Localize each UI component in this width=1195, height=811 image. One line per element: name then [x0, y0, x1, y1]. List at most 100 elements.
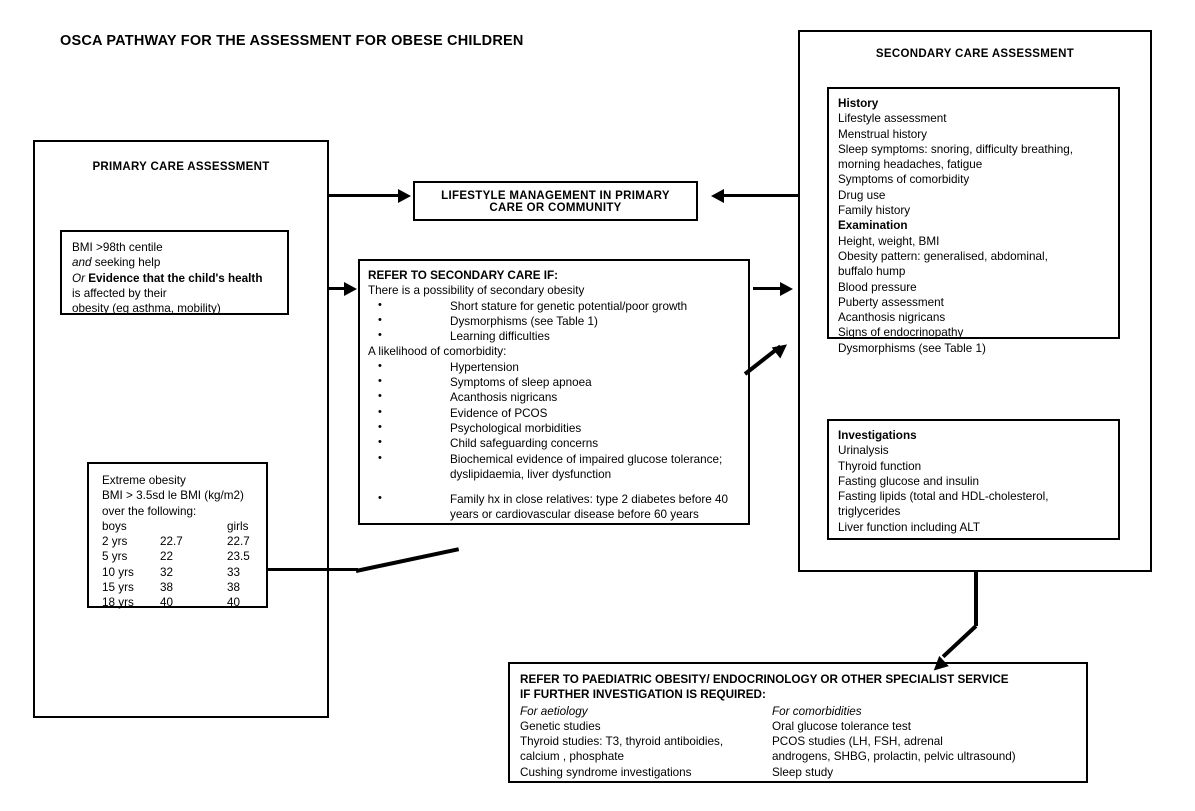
primary-care-heading: PRIMARY CARE ASSESSMENT	[92, 161, 270, 173]
row-girls-value: 40	[227, 596, 241, 610]
criteria-line-2-rest: seeking help	[91, 256, 161, 270]
left-col-item: calcium , phosphate	[520, 750, 624, 764]
extreme-obesity-box: Extreme obesity BMI > 3.5sd le BMI (kg/m…	[87, 462, 268, 610]
arrow-head-refer-to-secondary-icon	[780, 282, 793, 296]
secondary-care-heading: SECONDARY CARE ASSESSMENT	[875, 48, 1075, 60]
connector-secondary-to-specialist-diagonal	[941, 624, 978, 659]
examination-item: Blood pressure	[838, 280, 917, 294]
left-col-item: Genetic studies	[520, 719, 601, 733]
refer-bullet: Hypertension	[368, 359, 748, 375]
examination-item: Acanthosis nigricans	[838, 311, 946, 325]
connector-primary-to-lifestyle	[329, 194, 399, 197]
arrow-head-primary-to-lifestyle-icon	[398, 189, 411, 203]
primary-care-assessment-box: PRIMARY CARE ASSESSMENT	[33, 140, 329, 718]
examination-item: buffalo hump	[838, 265, 906, 279]
criteria-and-italic: and	[72, 256, 92, 270]
refer-bullet-continuation: years or cardiovascular disease before 6…	[450, 508, 699, 522]
right-col-item: Oral glucose tolerance test	[772, 719, 912, 733]
lifestyle-line-1: LIFESTYLE MANAGEMENT IN PRIMARY	[441, 190, 670, 202]
criteria-line-3: Or Evidence that the child's health	[72, 271, 287, 286]
right-col-header: For comorbidities	[772, 704, 862, 718]
history-item: Lifestyle assessment	[838, 112, 947, 126]
history-item: Symptoms of comorbidity	[838, 173, 970, 187]
extreme-obesity-col-headers: boys girls	[102, 519, 266, 534]
investigations-item: Thyroid function	[838, 459, 922, 473]
right-col-item: Sleep study	[772, 765, 834, 779]
examination-label: Examination	[838, 219, 908, 233]
row-age: 10 yrs	[102, 565, 134, 579]
connector-primary-to-refer	[329, 287, 345, 290]
criteria-line-1: BMI >98th centile	[72, 241, 163, 254]
row-boys-value: 22.7	[160, 535, 183, 549]
refer-bullet-continuation: dyslipidaemia, liver dysfunction	[450, 467, 612, 481]
refer-heading: REFER TO SECONDARY CARE IF:	[368, 269, 559, 282]
left-col-header: For aetiology	[520, 704, 588, 718]
extreme-obesity-line-2: BMI > 3.5sd le BMI (kg/m2)	[102, 489, 244, 503]
arrow-head-primary-to-refer-icon	[344, 282, 357, 296]
row-girls-value: 33	[227, 565, 241, 579]
refer-bullet: Psychological morbidities	[368, 420, 748, 436]
specialist-heading-line-2: IF FURTHER INVESTIGATION IS REQUIRED:	[520, 688, 766, 702]
right-col-item: PCOS studies (LH, FSH, adrenal	[772, 735, 943, 749]
investigations-box: Investigations Urinalysis Thyroid functi…	[827, 419, 1120, 540]
history-item: Menstrual history	[838, 127, 927, 141]
refer-bullet: Biochemical evidence of impaired glucose…	[368, 451, 748, 467]
specialist-left-column: For aetiology Genetic studies Thyroid st…	[520, 704, 772, 780]
investigations-item: Liver function including ALT	[838, 520, 981, 534]
row-girls-value: 22.7	[227, 535, 250, 549]
extreme-obesity-line-3: over the following:	[102, 504, 197, 518]
refer-bullet: Evidence of PCOS	[368, 405, 748, 421]
lifestyle-line-2: CARE OR COMMUNITY	[489, 202, 622, 214]
history-item: Drug use	[838, 188, 886, 202]
criteria-line-2: and seeking help	[72, 255, 287, 270]
specialist-two-column-layout: For aetiology Genetic studies Thyroid st…	[520, 704, 1086, 796]
row-boys-value: 32	[160, 565, 174, 579]
row-boys-value: 40	[160, 596, 174, 610]
criteria-line-4: is affected by their	[72, 286, 167, 300]
refer-bullet: Short stature for genetic potential/poor…	[368, 298, 748, 314]
refer-group2-label: A likelihood of comorbidity:	[368, 345, 507, 359]
col-header-boys: boys	[102, 519, 127, 533]
arrow-head-extreme-obesity-to-secondary-icon	[771, 338, 792, 359]
refer-bullet: Symptoms of sleep apnoea	[368, 374, 748, 390]
refer-bullet: Learning difficulties	[368, 328, 748, 344]
criteria-line-5: obesity (eg asthma, mobility)	[72, 302, 221, 316]
extreme-obesity-row: 15 yrs 38 38	[102, 580, 266, 595]
page-title: OSCA PATHWAY FOR THE ASSESSMENT FOR OBES…	[60, 33, 524, 49]
connector-refer-to-secondary	[753, 287, 781, 290]
row-girls-value: 38	[227, 581, 241, 595]
refer-bullet: Dysmorphisms (see Table 1)	[368, 313, 748, 329]
criteria-evidence-bold: Evidence that the child's health	[84, 271, 263, 285]
connector-extreme-obesity-horizontal	[268, 568, 358, 571]
connector-secondary-to-specialist-vertical	[974, 572, 978, 626]
row-boys-value: 22	[160, 550, 174, 564]
investigations-item: Urinalysis	[838, 444, 889, 458]
refer-bullet: Acanthosis nigricans	[368, 389, 748, 405]
examination-item: Puberty assessment	[838, 295, 944, 309]
investigations-item: Fasting lipids (total and HDL-cholestero…	[838, 490, 1049, 504]
examination-item: Signs of endocrinopathy	[838, 326, 964, 340]
examination-item: Height, weight, BMI	[838, 234, 940, 248]
history-item: Family history	[838, 204, 911, 218]
investigations-item: triglycerides	[838, 505, 901, 519]
refer-bullet: Family hx in close relatives: type 2 dia…	[368, 491, 748, 507]
criteria-or-italic: Or	[72, 271, 85, 285]
refer-to-secondary-care-box: REFER TO SECONDARY CARE IF: There is a p…	[358, 259, 750, 525]
refer-group1-label: There is a possibility of secondary obes…	[368, 284, 585, 298]
extreme-obesity-line-1: Extreme obesity	[102, 474, 186, 487]
row-age: 2 yrs	[102, 535, 128, 549]
history-item: morning headaches, fatigue	[838, 158, 983, 172]
history-item: Sleep symptoms: snoring, difficulty brea…	[838, 142, 1073, 156]
left-col-item: Cushing syndrome investigations	[520, 765, 692, 779]
examination-item: Obesity pattern: generalised, abdominal,	[838, 249, 1048, 263]
specialist-right-column: For comorbidities Oral glucose tolerance…	[772, 704, 1102, 780]
row-age: 18 yrs	[102, 596, 134, 610]
extreme-obesity-row: 18 yrs 40 40	[102, 595, 266, 610]
specialist-referral-box: REFER TO PAEDIATRIC OBESITY/ ENDOCRINOLO…	[508, 662, 1088, 783]
row-age: 15 yrs	[102, 581, 134, 595]
row-boys-value: 38	[160, 581, 174, 595]
history-examination-box: History Lifestyle assessment Menstrual h…	[827, 87, 1120, 355]
extreme-obesity-row: 2 yrs 22.7 22.7	[102, 534, 266, 549]
extreme-obesity-row: 5 yrs 22 23.5	[102, 549, 266, 564]
